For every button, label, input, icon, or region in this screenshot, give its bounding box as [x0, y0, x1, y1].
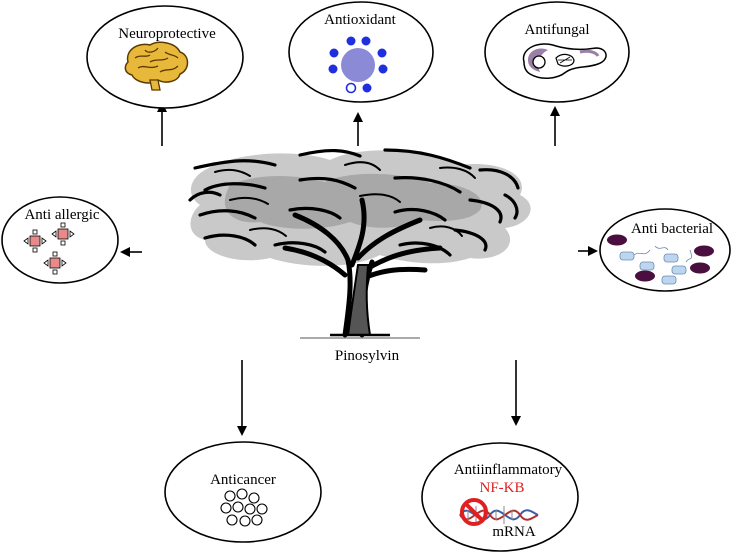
antiinflammatory-label: Antiinflammatory [454, 462, 563, 478]
prohibition-icon [460, 498, 488, 526]
anti-bacterial-label: Anti bacterial [631, 221, 713, 237]
node-antioxidant: Antioxidant [288, 1, 434, 103]
allergen-cell-icon [23, 222, 75, 275]
node-anti-bacterial: Anti bacterial [599, 208, 731, 292]
cancer-cells-icon [220, 488, 268, 527]
mrna-label: mRNA [492, 524, 536, 540]
tree-icon [188, 148, 531, 339]
arrows [120, 102, 598, 436]
neuroprotective-label: Neuroprotective [118, 26, 216, 42]
node-anticancer: Anticancer [164, 441, 322, 543]
center-label: Pinosylvin [335, 348, 400, 364]
node-antifungal: Antifungal [484, 1, 630, 103]
antioxidant-label: Antioxidant [324, 12, 396, 28]
radical-scavenging-icon [328, 36, 388, 94]
node-antiinflammatory: Antiinflammatory NF-KB mRNA [421, 442, 579, 552]
anticancer-label: Anticancer [210, 472, 276, 488]
anti-allergic-label: Anti allergic [24, 207, 99, 223]
brain-icon [124, 41, 189, 91]
nfkb-label: NF-KB [479, 480, 524, 496]
node-neuroprotective: Neuroprotective [86, 5, 244, 109]
fungal-cell-icon [522, 43, 607, 79]
node-anti-allergic: Anti allergic [1, 196, 119, 284]
bacteria-icon [607, 234, 714, 285]
antifungal-label: Antifungal [525, 22, 590, 38]
